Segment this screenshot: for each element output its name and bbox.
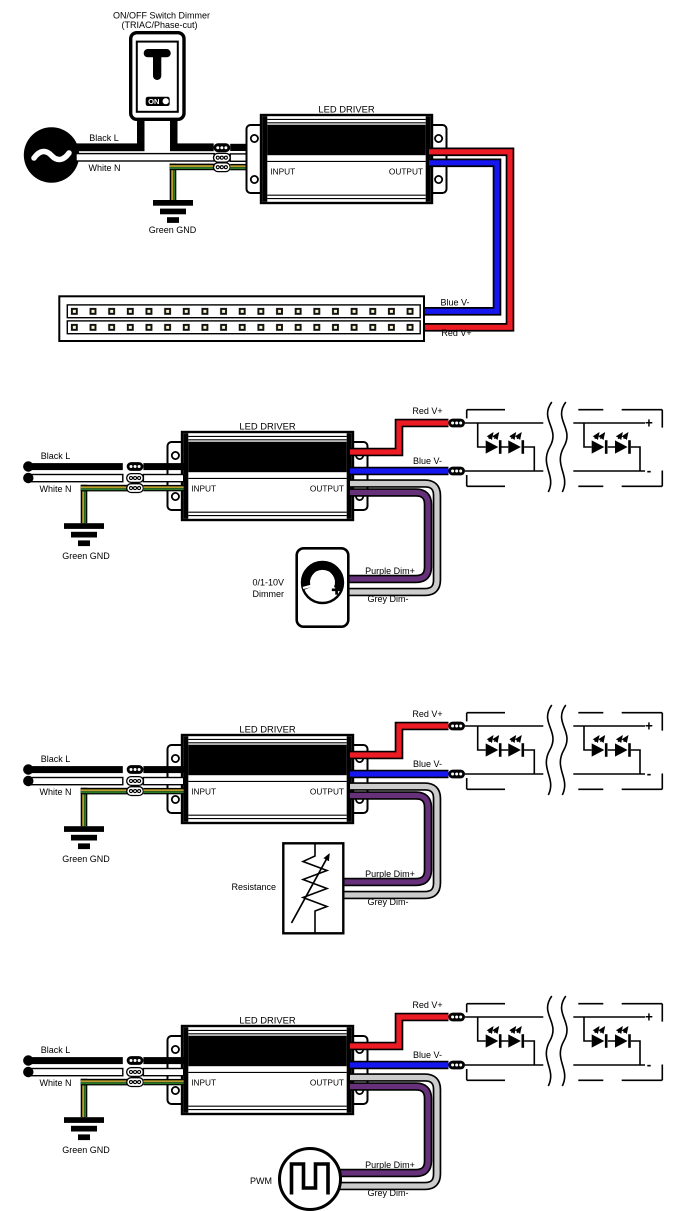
driver-title: LED DRIVER <box>318 103 374 114</box>
label-vplus: Red V+ <box>412 1000 442 1010</box>
driver-title: LED DRIVER <box>239 1015 295 1026</box>
label-vplus: Red V+ <box>412 406 442 416</box>
led-driver <box>245 113 448 205</box>
device-label: PWM <box>250 1176 272 1186</box>
label-live: Black L <box>41 1045 71 1055</box>
switch-toggle-icon <box>143 49 171 80</box>
label-ground: Green GND <box>62 854 110 864</box>
driver-input-label: INPUT <box>191 786 216 796</box>
label-neutral: White N <box>39 484 71 494</box>
onoff-switch: ON <box>128 31 186 151</box>
label-neutral: White N <box>88 163 120 173</box>
device-label: Resistance <box>231 882 276 892</box>
driver-title: LED DRIVER <box>239 421 295 432</box>
section-0-10v-dimming: Black L White N Green GND LED DRIVER INP… <box>23 402 662 628</box>
label-neutral: White N <box>39 1078 71 1088</box>
dimmer-0-10v-knob <box>295 546 350 628</box>
input-wiring <box>23 461 184 546</box>
connector-pill <box>213 143 231 153</box>
on-badge-label: ON <box>148 97 159 106</box>
label-vminus: Blue V- <box>413 759 442 769</box>
led-chain <box>448 705 662 795</box>
polarity-plus: + <box>645 1010 653 1025</box>
led-strip <box>58 295 426 342</box>
led-driver <box>166 430 369 522</box>
device-label-line2: Dimmer <box>253 589 285 599</box>
label-vminus: Blue V- <box>413 456 442 466</box>
driver-output-label: OUTPUT <box>310 483 344 493</box>
label-ground: Green GND <box>149 225 197 235</box>
label-ground: Green GND <box>62 1145 110 1155</box>
led-chain <box>448 402 662 492</box>
driver-title: LED DRIVER <box>239 724 295 735</box>
polarity-plus: + <box>645 416 653 431</box>
label-vplus: Red V+ <box>441 328 471 338</box>
output-wires <box>424 147 515 332</box>
label-live: Black L <box>41 451 71 461</box>
driver-output-label: OUTPUT <box>310 786 344 796</box>
ground-icon <box>153 200 193 223</box>
led-chain <box>448 996 662 1086</box>
switch-title: ON/OFF Switch Dimmer <box>113 11 210 21</box>
label-vplus: Red V+ <box>412 709 442 719</box>
driver-input-label: INPUT <box>191 1077 216 1087</box>
label-live: Black L <box>41 754 71 764</box>
led-driver <box>166 1024 369 1116</box>
device-label-line1: 0/1-10V <box>252 577 284 587</box>
label-live: Black L <box>89 133 119 143</box>
pwm-symbol <box>278 1147 342 1211</box>
driver-input-label: INPUT <box>191 483 216 493</box>
label-dim-minus: Grey Dim- <box>368 897 409 907</box>
section-pwm-dimming: Black L White N Green GND LED DRIVER INP… <box>23 996 662 1211</box>
label-vminus: Blue V- <box>440 297 469 307</box>
driver-output-label: OUTPUT <box>310 1077 344 1087</box>
label-dim-plus: Purple Dim+ <box>365 566 415 576</box>
connector-pill <box>212 152 231 163</box>
polarity-minus: - <box>647 1058 652 1073</box>
label-dim-plus: Purple Dim+ <box>365 1160 415 1170</box>
driver-output-label: OUTPUT <box>389 167 423 177</box>
ac-source-icon <box>23 127 80 183</box>
switch-subtitle: (TRIAC/Phase-cut) <box>121 20 197 30</box>
driver-input-label: INPUT <box>270 167 295 177</box>
polarity-minus: - <box>647 767 652 782</box>
label-ground: Green GND <box>62 551 110 561</box>
label-dim-plus: Purple Dim+ <box>365 869 415 879</box>
label-vminus: Blue V- <box>413 1050 442 1060</box>
resistor-symbol <box>282 842 345 935</box>
led-driver <box>166 733 369 825</box>
input-wiring <box>23 764 184 849</box>
label-dim-minus: Grey Dim- <box>368 594 409 604</box>
label-neutral: White N <box>39 787 71 797</box>
mains-wires <box>75 143 265 223</box>
input-wiring <box>23 1055 184 1140</box>
polarity-minus: - <box>647 464 652 479</box>
section-triac-dimming: ON/OFF Switch Dimmer (TRIAC/Phase-cut) O… <box>23 11 515 342</box>
connector-pill <box>212 162 231 173</box>
label-dim-minus: Grey Dim- <box>368 1188 409 1198</box>
polarity-plus: + <box>645 719 653 734</box>
section-resistance-dimming: Black L White N Green GND LED DRIVER INP… <box>23 705 662 935</box>
on-badge-dot-icon <box>162 98 169 105</box>
